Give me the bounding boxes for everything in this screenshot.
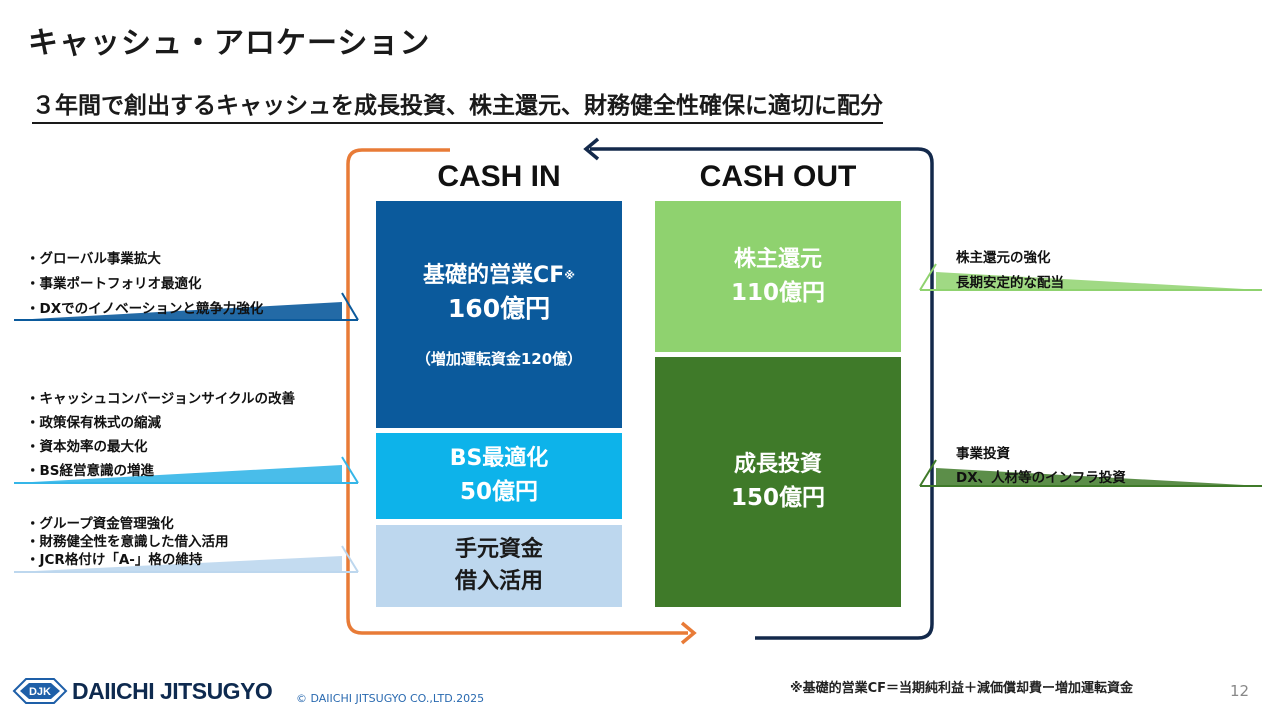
wedge-group1 — [14, 302, 342, 320]
borrowing-label: 借入活用 — [454, 569, 543, 594]
shareholder-return-amount: 110億円 — [730, 279, 825, 306]
growth-investment-amount: 150億円 — [730, 485, 825, 511]
operating-cf-note: （増加運転資金120億） — [415, 350, 583, 368]
wedge-shareholder — [936, 272, 1262, 290]
list-item: ・JCR格付け「A-」格の維持 — [26, 552, 203, 568]
list-item: ・資本効率の最大化 — [26, 439, 148, 455]
company-logo-text: DAIICHI JITSUGYO — [72, 678, 273, 704]
bs-optimization-box: BS最適化 50億円 — [376, 433, 622, 519]
operating-cf-label: 基礎的営業CF※ — [423, 263, 575, 288]
operating-cf-box: 基礎的営業CF※ 160億円 （増加運転資金120億） — [376, 201, 622, 428]
shareholder-note-1: 株主還元の強化 — [956, 250, 1051, 266]
page-number: 12 — [1230, 682, 1250, 700]
list-item: ・グローバル事業拡大 — [26, 251, 161, 267]
wedge-group3 — [14, 556, 342, 572]
list-item: ・事業ポートフォリオ最適化 — [26, 276, 202, 292]
cash-out-arrowhead — [583, 137, 600, 161]
bs-optimization-amount: 50億円 — [459, 479, 538, 505]
cash-in-arrow — [346, 148, 688, 635]
cash-on-hand-box: 手元資金 借入活用 — [376, 525, 622, 607]
list-item: ・政策保有株式の縮減 — [26, 415, 161, 431]
list-item: ・DXでのイノベーションと競争力強化 — [26, 301, 264, 317]
wedge-growth — [936, 468, 1262, 486]
cash-in-arrowhead — [680, 621, 697, 645]
cash-out-arrow — [590, 147, 934, 640]
bullets-group3: ・グループ資金管理強化 ・財務健全性を意識した借入活用 ・JCR格付け「A-」格… — [26, 515, 229, 569]
growth-note-1: 事業投資 — [956, 446, 1010, 462]
cash-in-heading: CASH IN — [437, 160, 561, 193]
shareholder-return-label: 株主還元 — [733, 246, 822, 272]
growth-investment-box: 成長投資 150億円 — [655, 357, 901, 607]
operating-cf-amount: 160億円 — [447, 294, 551, 323]
list-item: ・BS経営意識の増進 — [26, 463, 155, 479]
growth-note-2: DX、人材等のインフラ投資 — [956, 470, 1126, 486]
page-title: キャッシュ・アロケーション — [28, 26, 431, 61]
bullets-group2: ・キャッシュコンバージョンサイクルの改善 ・政策保有株式の縮減 ・資本効率の最大… — [26, 390, 295, 480]
footnote: ※基礎的営業CF＝当期純利益＋減価償却費ー増加運転資金 — [790, 681, 1134, 696]
bullets-group1: ・グローバル事業拡大 ・事業ポートフォリオ最適化 ・DXでのイノベーションと競争… — [26, 250, 263, 318]
page-subtitle: ３年間で創出するキャッシュを成長投資、株主還元、財務健全性確保に適切に配分 — [32, 86, 883, 124]
shareholder-return-box: 株主還元 110億円 — [655, 201, 901, 352]
company-logo-mark: DJK — [12, 678, 68, 704]
bs-optimization-label: BS最適化 — [449, 446, 549, 471]
list-item: ・グループ資金管理強化 — [26, 516, 174, 532]
growth-investment-label: 成長投資 — [733, 452, 822, 477]
list-item: ・キャッシュコンバージョンサイクルの改善 — [26, 391, 296, 407]
shareholder-note-2: 長期安定的な配当 — [956, 275, 1064, 291]
cash-out-heading: CASH OUT — [699, 160, 857, 193]
wedge-group2 — [14, 465, 342, 483]
copyright: © DAIICHI JITSUGYO CO.,LTD.2025 — [296, 692, 485, 705]
svg-text:DJK: DJK — [29, 686, 51, 698]
list-item: ・財務健全性を意識した借入活用 — [26, 534, 229, 550]
cash-on-hand-label: 手元資金 — [454, 537, 543, 562]
